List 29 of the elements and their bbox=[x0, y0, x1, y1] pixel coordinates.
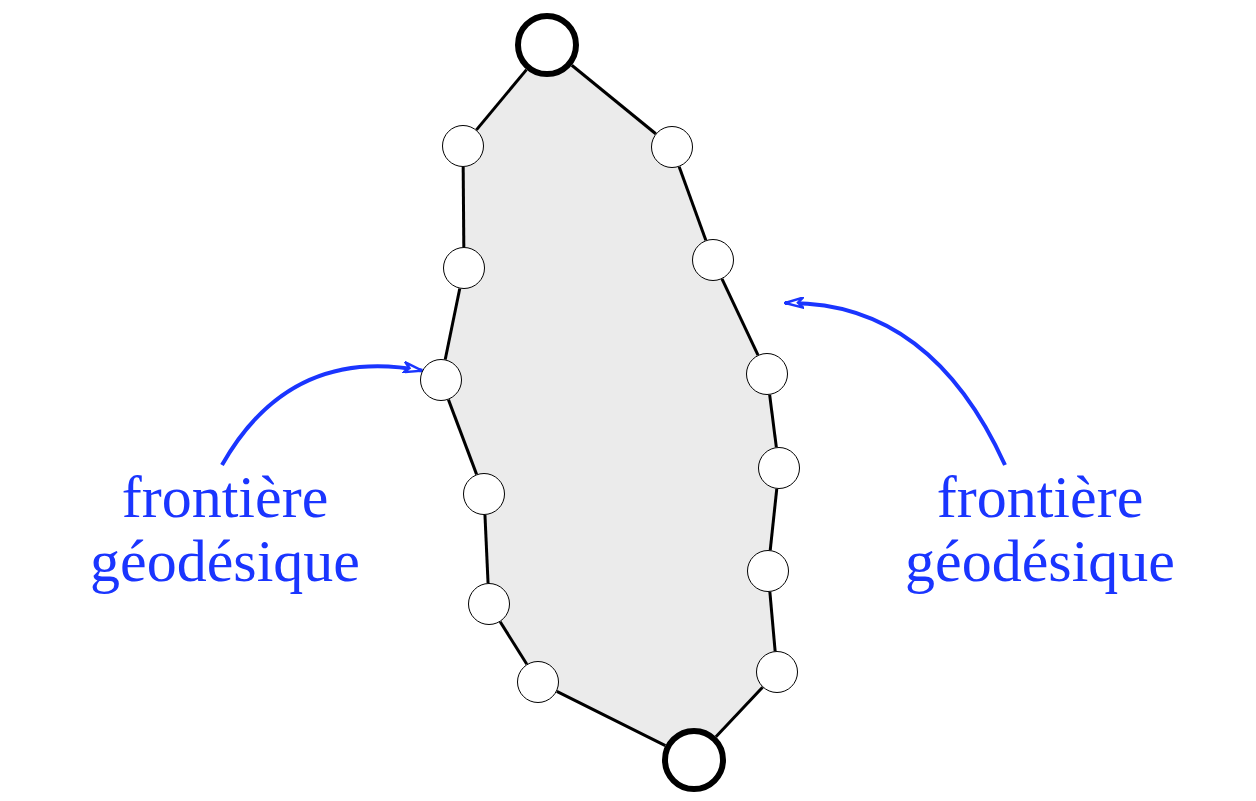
boundary-segment bbox=[443, 288, 462, 360]
annotation-text: frontière géodésique bbox=[89, 465, 361, 593]
boundary-segment bbox=[475, 68, 528, 131]
vertex-circle bbox=[746, 353, 788, 395]
boundary-segment bbox=[447, 399, 478, 475]
boundary-segment bbox=[768, 394, 778, 448]
boundary-segment bbox=[498, 621, 529, 665]
leader-arrow bbox=[783, 297, 1007, 466]
leader-arrow bbox=[220, 361, 424, 467]
vertex-circle bbox=[756, 651, 798, 693]
vertex-circle bbox=[517, 661, 559, 703]
vertex-circle bbox=[515, 13, 579, 77]
boundary-segment bbox=[714, 686, 764, 738]
annotation-text: frontière géodésique bbox=[904, 465, 1176, 593]
boundary-segment bbox=[483, 514, 490, 584]
boundary-segment bbox=[570, 64, 657, 135]
boundary-segment bbox=[768, 488, 779, 551]
boundary-segment bbox=[720, 278, 760, 356]
boundary-segment bbox=[677, 166, 708, 241]
vertex-circle bbox=[420, 359, 462, 401]
vertex-circle bbox=[442, 125, 484, 167]
boundary-segment bbox=[461, 167, 466, 247]
boundary-segment bbox=[556, 690, 667, 748]
vertex-circle bbox=[651, 126, 693, 168]
vertex-circle bbox=[443, 247, 485, 289]
boundary-segment bbox=[768, 591, 777, 652]
vertex-circle bbox=[662, 728, 726, 792]
vertex-circle bbox=[468, 583, 510, 625]
vertex-circle bbox=[463, 473, 505, 515]
